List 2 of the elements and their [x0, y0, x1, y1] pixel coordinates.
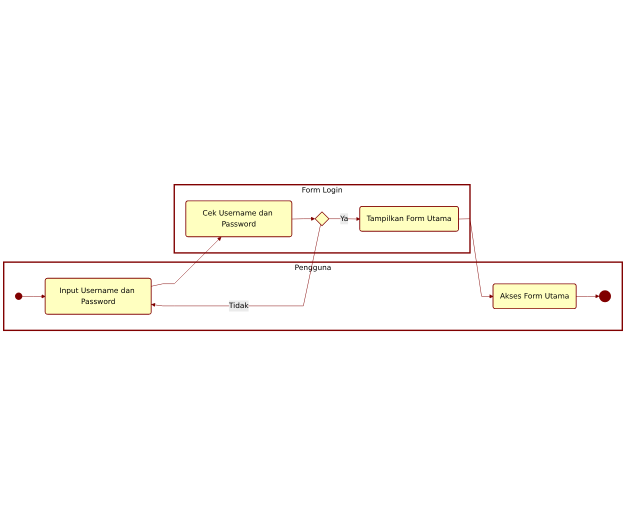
node-diamond	[314, 212, 330, 227]
node-circle	[15, 293, 22, 300]
